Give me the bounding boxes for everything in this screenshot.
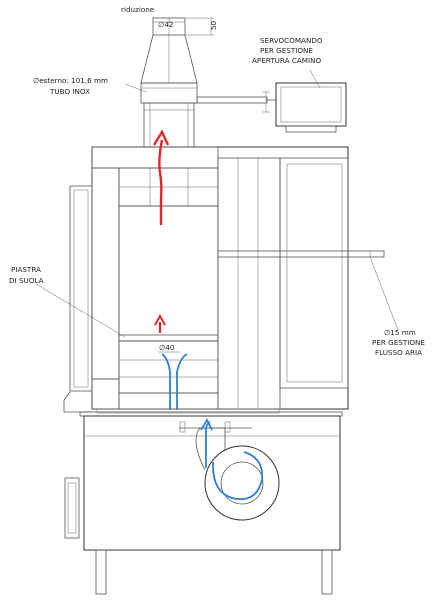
label-tubo-line1: ∅esterno: 101,6 mm: [33, 76, 108, 85]
label-servo-line1: SERVOCOMANDO: [260, 36, 323, 45]
label-aria-line3: FLUSSO ARIA: [375, 348, 422, 357]
label-dia40: ∅40: [159, 343, 175, 352]
hot-flow-arrow: [158, 139, 164, 225]
label-tubo-line2: TUBO INOX: [49, 87, 90, 96]
chimney-reduction: [140, 17, 214, 84]
base-blower: [64, 408, 343, 595]
air-control-rod: [217, 250, 385, 258]
label-aria-line1: ∅15 mm: [384, 328, 416, 337]
cold-air-flow: [161, 353, 264, 501]
label-servo-line2: PER GESTIONE: [260, 46, 313, 55]
label-piastra-line2: DI SUOLA: [9, 276, 44, 285]
hot-flow-arrowhead: [152, 129, 170, 146]
label-servo-line3: APERTURA CAMINO: [252, 56, 321, 65]
label-riduzione: riduzione: [121, 5, 155, 14]
label-dim50: 50: [209, 20, 218, 30]
hot-air-flow: [152, 129, 170, 333]
cold-flow-left: [161, 353, 171, 410]
label-piastra-line1: PIASTRA: [11, 265, 41, 274]
kiln-body: [63, 146, 349, 413]
cold-flow-duct: [205, 421, 211, 468]
annotation-labels: riduzione ∅42 50 SERVOCOMANDO PER GESTIO…: [9, 5, 425, 357]
cold-flow-swirl: [212, 451, 264, 501]
servo-actuator: [196, 82, 347, 133]
flue-tube: [140, 82, 198, 148]
cold-flow-right: [176, 353, 188, 410]
leader-lines: [35, 69, 399, 353]
label-dia42: ∅42: [158, 20, 173, 29]
label-aria-line2: PER GESTIONE: [372, 338, 425, 347]
